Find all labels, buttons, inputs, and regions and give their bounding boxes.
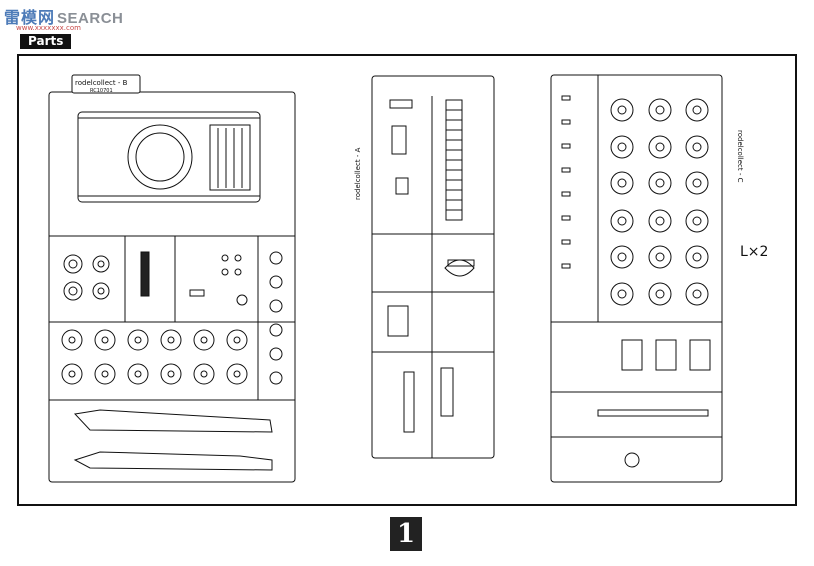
watermark: 雷模网 SEARCH [4,4,123,28]
sprue-c: rodelcollect - C [550,74,744,483]
sprue-a: rodelcollect - A [354,75,495,459]
sprue-b-frame [48,91,296,483]
sprue-b-code: RC10701 [90,88,113,94]
quantity-multiplier: L×2 [740,244,769,260]
sprue-b: rodelcollect - B RC10701 [48,74,296,483]
parts-frame [17,54,797,506]
sprue-a-brand: rodelcollect - A [354,147,362,200]
sprue-c-frame [550,74,723,483]
watermark-search: SEARCH [57,10,124,27]
page-number: 1 [390,517,422,551]
sprue-a-frame [371,75,495,459]
watermark-logo-cn: 雷模网 [4,8,56,27]
sprue-b-brand: rodelcollect - B [75,79,128,87]
watermark-url: www.xxxxxxx.com [16,24,81,32]
parts-label: Parts [20,34,72,49]
sprue-c-brand: rodelcollect - C [736,130,744,183]
